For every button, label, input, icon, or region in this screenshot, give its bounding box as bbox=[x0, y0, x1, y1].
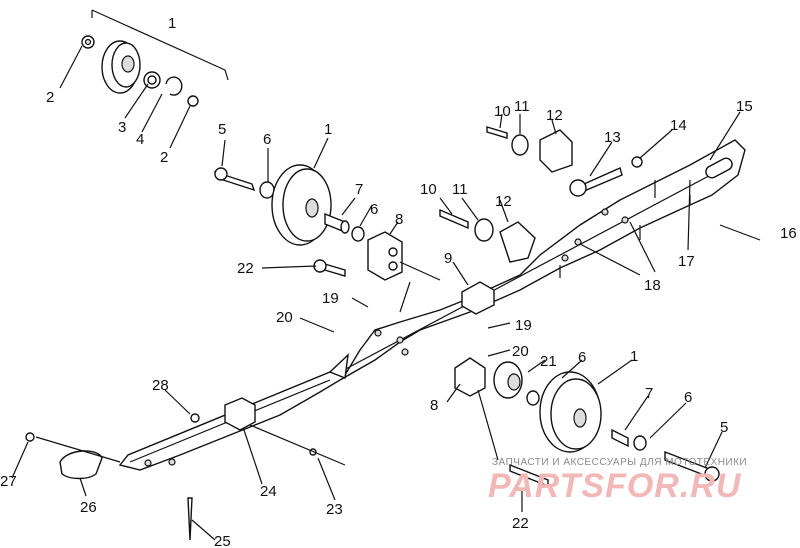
callout-12: 12 bbox=[495, 193, 512, 210]
callout-6: 6 bbox=[370, 201, 378, 218]
callout-5: 5 bbox=[720, 419, 728, 436]
callout-10: 10 bbox=[420, 181, 437, 198]
watermark-caption: ЗАПЧАСТИ И АКСЕССУАРЫ ДЛЯ МОТОТЕХНИКИ bbox=[492, 457, 747, 468]
callout-8: 8 bbox=[395, 211, 403, 228]
idler-wheel-lower bbox=[454, 357, 720, 482]
callout-28: 28 bbox=[152, 377, 169, 394]
callout-26: 26 bbox=[80, 499, 97, 516]
callout-27: 27 bbox=[0, 473, 17, 490]
bracket-upper bbox=[313, 231, 403, 281]
callout-1: 1 bbox=[324, 121, 332, 138]
callout-16: 16 bbox=[780, 225, 797, 242]
callout-21: 21 bbox=[540, 353, 557, 370]
callout-24: 24 bbox=[260, 483, 277, 500]
callout-6: 6 bbox=[263, 131, 271, 148]
leader-lines bbox=[11, 45, 761, 541]
middle-bushing-set bbox=[439, 208, 536, 263]
callout-3: 3 bbox=[118, 119, 126, 136]
callout-19: 19 bbox=[322, 290, 339, 307]
watermark: ЗАПЧАСТИ И АКСЕССУАРЫ ДЛЯ МОТОТЕХНИКИ PA… bbox=[488, 457, 747, 505]
callout-2: 2 bbox=[160, 149, 168, 166]
callout-7: 7 bbox=[355, 181, 363, 198]
callout-labels: 1 2 3 4 2 5 6 1 7 6 8 22 10 11 12 10 11 … bbox=[0, 15, 797, 548]
watermark-logo: PARTSFOR.RU bbox=[488, 467, 742, 505]
lower-left-parts bbox=[25, 397, 549, 541]
callout-4: 4 bbox=[136, 131, 144, 148]
callout-14: 14 bbox=[670, 117, 687, 134]
callout-11: 11 bbox=[452, 181, 468, 198]
callout-10: 10 bbox=[494, 103, 511, 120]
idler-wheel-upper-left bbox=[213, 164, 365, 246]
callout-19: 19 bbox=[515, 317, 532, 334]
callout-22: 22 bbox=[237, 260, 254, 277]
callout-6: 6 bbox=[578, 349, 586, 366]
callout-15: 15 bbox=[736, 98, 753, 115]
callout-11: 11 bbox=[514, 98, 530, 115]
callout-22: 22 bbox=[512, 515, 529, 532]
callout-12: 12 bbox=[546, 107, 563, 124]
slide-rail-frame bbox=[118, 139, 746, 471]
callout-23: 23 bbox=[326, 501, 343, 518]
callout-8: 8 bbox=[430, 397, 438, 414]
upper-bushing-set bbox=[486, 126, 643, 197]
callout-20: 20 bbox=[276, 309, 293, 326]
callout-18: 18 bbox=[644, 277, 661, 294]
callout-13: 13 bbox=[604, 129, 621, 146]
callout-6: 6 bbox=[684, 389, 692, 406]
callout-1: 1 bbox=[168, 15, 176, 32]
callout-25: 25 bbox=[214, 533, 231, 548]
callout-1: 1 bbox=[630, 348, 638, 365]
idler-wheel-top-assembly bbox=[81, 9, 229, 107]
callout-7: 7 bbox=[645, 385, 653, 402]
callout-9: 9 bbox=[444, 250, 452, 267]
callout-20: 20 bbox=[512, 343, 529, 360]
callout-2: 2 bbox=[46, 89, 54, 106]
clip-9 bbox=[461, 281, 495, 315]
callout-17: 17 bbox=[678, 253, 695, 270]
callout-5: 5 bbox=[218, 121, 226, 138]
